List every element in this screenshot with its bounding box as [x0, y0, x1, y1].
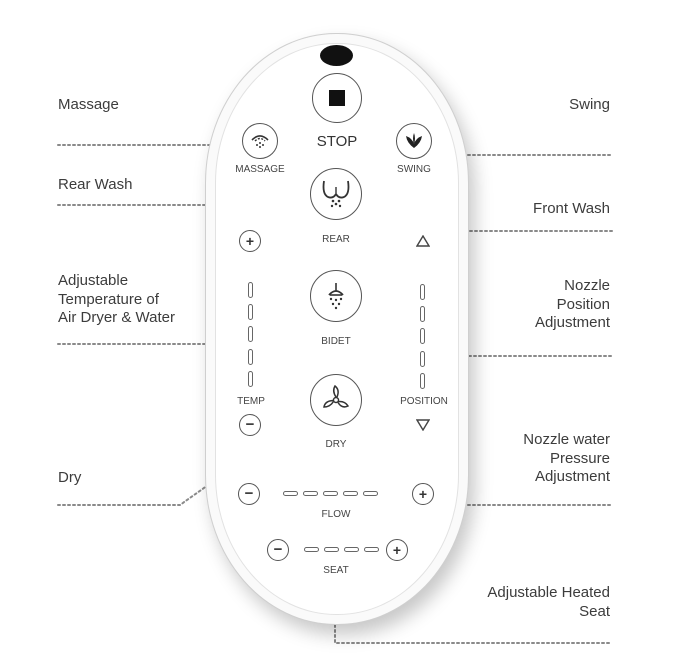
flow-label: FLOW	[321, 509, 351, 520]
flow-decrease-button[interactable]: −	[238, 483, 260, 505]
swing-leaf-icon	[406, 133, 422, 148]
callout-heated-seat: Adjustable Heated Seat	[487, 584, 610, 620]
triangle-down-icon	[416, 419, 430, 431]
callout-massage: Massage	[58, 96, 119, 113]
dry-button[interactable]	[310, 374, 362, 426]
massage-waves-icon	[251, 135, 269, 148]
rear-wash-icon	[322, 180, 350, 208]
stop-button[interactable]	[312, 73, 362, 123]
callout-dry: Dry	[58, 469, 82, 486]
bidet-label: BIDET	[321, 336, 351, 347]
minus-icon: −	[273, 541, 283, 558]
seat-label: SEAT	[323, 565, 349, 576]
swing-button[interactable]	[396, 123, 432, 159]
stop-label: STOP	[316, 133, 358, 150]
seat-decrease-button[interactable]: −	[267, 539, 289, 561]
flow-increase-button[interactable]: +	[412, 483, 434, 505]
callout-temperature: Adjustable Temperature of Air Dryer & Wa…	[58, 272, 175, 326]
callout-nozzle-position: Nozzle Position Adjustment	[534, 277, 610, 331]
position-down-button[interactable]	[416, 419, 430, 431]
plus-icon: +	[245, 233, 255, 249]
callout-swing: Swing	[569, 96, 610, 113]
rear-label: REAR	[322, 234, 350, 245]
rear-wash-button[interactable]	[310, 168, 362, 220]
callout-nozzle-pressure: Nozzle water Pressure Adjustment	[523, 431, 610, 485]
massage-button[interactable]	[242, 123, 278, 159]
callout-front-wash: Front Wash	[533, 200, 610, 217]
position-up-button[interactable]	[416, 235, 430, 247]
massage-label: MASSAGE	[235, 164, 285, 175]
swing-label: SWING	[397, 164, 431, 175]
minus-icon: −	[245, 416, 255, 433]
fan-icon	[323, 384, 350, 408]
temp-label: TEMP	[237, 396, 265, 407]
stop-square-icon	[329, 90, 345, 106]
dry-label: DRY	[325, 439, 347, 450]
plus-icon: +	[418, 486, 428, 502]
seat-increase-button[interactable]: +	[386, 539, 408, 561]
temp-decrease-button[interactable]: −	[239, 414, 261, 436]
callout-rear-wash: Rear Wash	[58, 176, 133, 193]
ir-sensor	[320, 45, 353, 66]
bidet-spray-icon	[328, 283, 344, 310]
minus-icon: −	[244, 485, 254, 502]
remote-control-body: STOP MASSAGE SWING REAR +	[205, 33, 469, 625]
bidet-button[interactable]	[310, 270, 362, 322]
triangle-up-icon	[416, 235, 430, 247]
temp-increase-button[interactable]: +	[239, 230, 261, 252]
position-label: POSITION	[400, 396, 448, 407]
plus-icon: +	[392, 542, 402, 558]
